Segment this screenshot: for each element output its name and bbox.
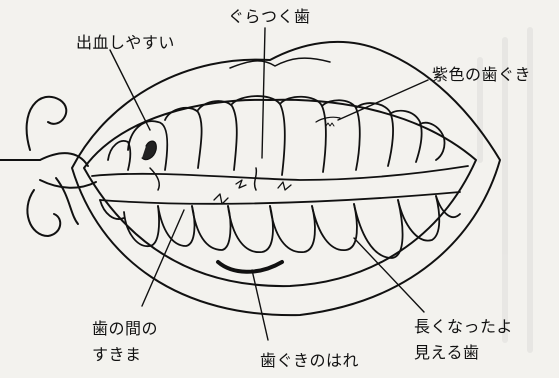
lip-pull-hand xyxy=(0,97,96,236)
label-long-teeth-line1: 長くなったよ xyxy=(414,316,513,338)
leader-loose-tooth xyxy=(262,28,265,158)
label-gap-line1: 歯の間の xyxy=(92,318,158,340)
label-loose-tooth: ぐらつく歯 xyxy=(228,6,311,28)
upper-teeth xyxy=(92,96,468,180)
label-bleeding: 出血しやすい xyxy=(76,32,175,54)
swollen-gum-line xyxy=(218,262,282,272)
label-long-teeth-line2: 見える歯 xyxy=(414,342,480,364)
label-gap-line2: すきま xyxy=(92,344,142,366)
bleeding-mark xyxy=(142,141,156,160)
leader-swollen-gums xyxy=(252,270,268,340)
leader-purple-gums xyxy=(338,80,428,120)
mouth-opening xyxy=(84,100,476,286)
label-purple-gums: 紫色の歯ぐき xyxy=(432,64,531,86)
label-swollen-gums: 歯ぐきのはれ xyxy=(260,350,359,372)
